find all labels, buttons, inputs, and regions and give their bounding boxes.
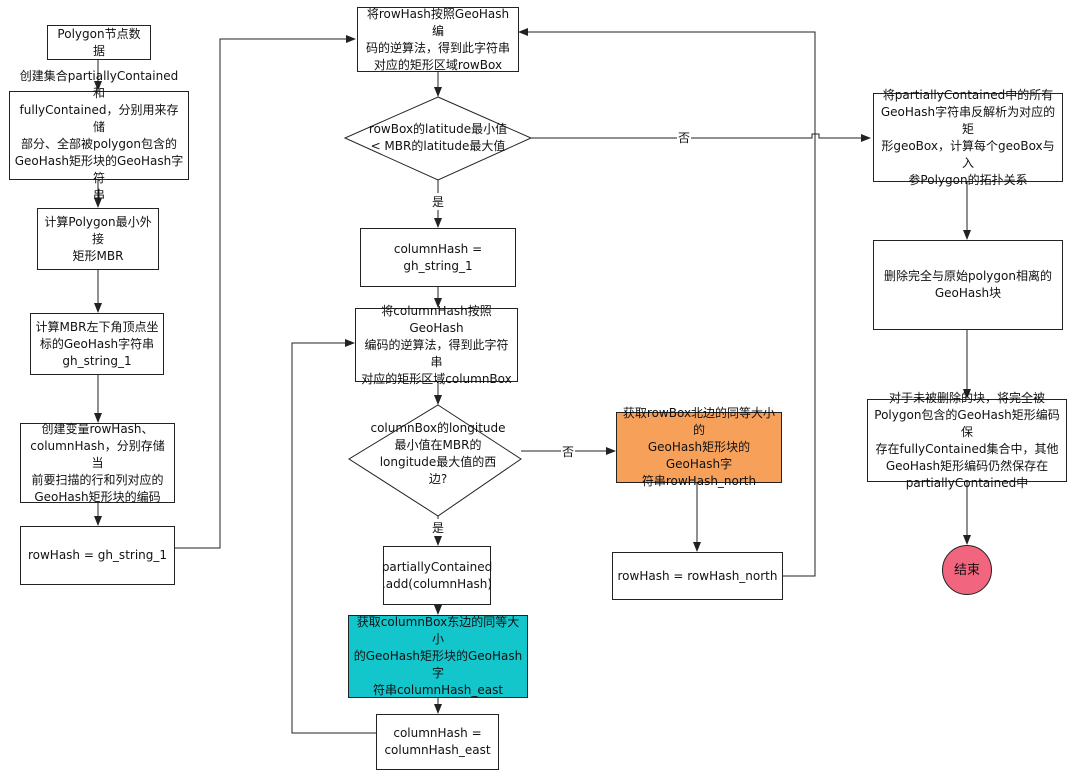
node-polygon-data: Polygon节点数据 (47, 25, 151, 60)
decision-latitude-text: rowBox的latitude最小值 < MBR的latitude最大值 (368, 122, 508, 153)
label-no-longitude: 否 (561, 443, 576, 460)
node-partially-add: partiallyContained .add(columnHash) (382, 546, 492, 605)
label-yes-latitude: 是 (431, 193, 446, 210)
node-rowhash-decode: 将rowHash按照GeoHash编 码的逆算法，得到此字符串 对应的矩形区域r… (357, 7, 519, 72)
node-mbr-geohash: 计算MBR左下角顶点坐 标的GeoHash字符串 gh_string_1 (30, 313, 164, 375)
node-save-fully: 对于未被删除的块，将完全被 Polygon包含的GeoHash矩形编码保 存在f… (867, 391, 1067, 490)
node-get-north: 获取rowBox北边的同等大小的 GeoHash矩形块的GeoHash字 符串r… (616, 406, 782, 488)
node-create-sets: 创建集合partiallyContained和 fullyContained，分… (9, 69, 189, 202)
label-no-latitude: 否 (677, 129, 692, 146)
label-yes-longitude: 是 (431, 519, 446, 536)
node-compute-mbr: 计算Polygon最小外接 矩形MBR (37, 208, 159, 270)
decision-diamond-longitude (348, 404, 522, 517)
decision-longitude-text: columnBox的longitude 最小值在MBR的 longitude最大… (370, 421, 506, 486)
node-columnhash-decode: 将columnHash按照GeoHash 编码的逆算法，得到此字符串 对应的矩形… (355, 304, 518, 386)
node-create-variables: 创建变量rowHash、 columnHash，分别存储当 前要扫描的行和列对应… (20, 422, 175, 504)
node-delete-disjoint: 删除完全与原始polygon相离的 GeoHash块 (873, 240, 1063, 330)
node-columnhash-init: columnHash = gh_string_1 (360, 228, 516, 287)
node-rowhash-init: rowHash = gh_string_1 (20, 526, 175, 585)
node-end: 结束 (942, 545, 992, 595)
node-columnhash-east: columnHash = columnHash_east (376, 714, 499, 770)
decision-diamond-latitude (343, 96, 533, 181)
node-rowhash-north: rowHash = rowHash_north (612, 552, 783, 600)
node-get-east: 获取columnBox东边的同等大小 的GeoHash矩形块的GeoHash字 … (348, 615, 528, 698)
node-parse-geobox: 将partiallyContained中的所有 GeoHash字符串反解析为对应… (873, 88, 1063, 187)
